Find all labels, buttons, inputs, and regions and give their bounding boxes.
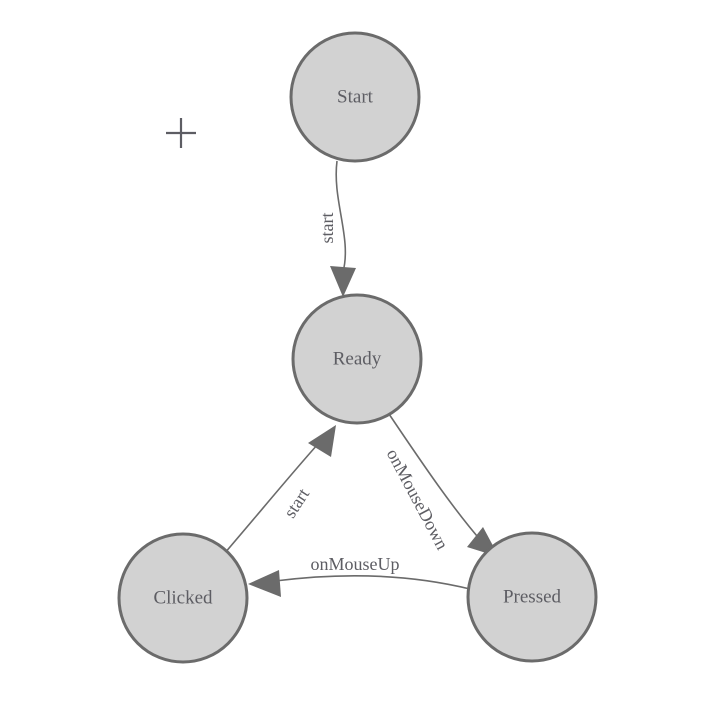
edge-label-start-to-ready: start <box>317 213 337 244</box>
crosshair-icon <box>166 118 196 148</box>
edge-label-clicked-to-ready: start <box>280 485 314 522</box>
edge-label-ready-to-pressed: onMouseDown <box>383 445 453 552</box>
state-circle-clicked[interactable] <box>117 532 249 664</box>
state-circle-ready[interactable] <box>291 293 423 425</box>
state-node-clicked[interactable]: Clicked <box>117 532 249 664</box>
state-node-start[interactable]: Start <box>289 31 421 163</box>
state-node-ready[interactable]: Ready <box>291 293 423 425</box>
edge-clicked-to-ready[interactable] <box>223 425 336 555</box>
state-node-pressed[interactable]: Pressed <box>466 531 598 663</box>
state-label-start: Start <box>337 86 374 107</box>
edge-start-to-ready[interactable] <box>330 160 356 297</box>
state-label-ready: Ready <box>333 348 382 369</box>
edge-pressed-to-clicked[interactable] <box>248 570 471 597</box>
state-circle-start[interactable] <box>289 31 421 163</box>
state-circle-pressed[interactable] <box>466 531 598 663</box>
edge-label-pressed-to-clicked: onMouseUp <box>311 554 400 574</box>
state-label-pressed: Pressed <box>503 586 562 607</box>
state-label-clicked: Clicked <box>153 587 213 608</box>
